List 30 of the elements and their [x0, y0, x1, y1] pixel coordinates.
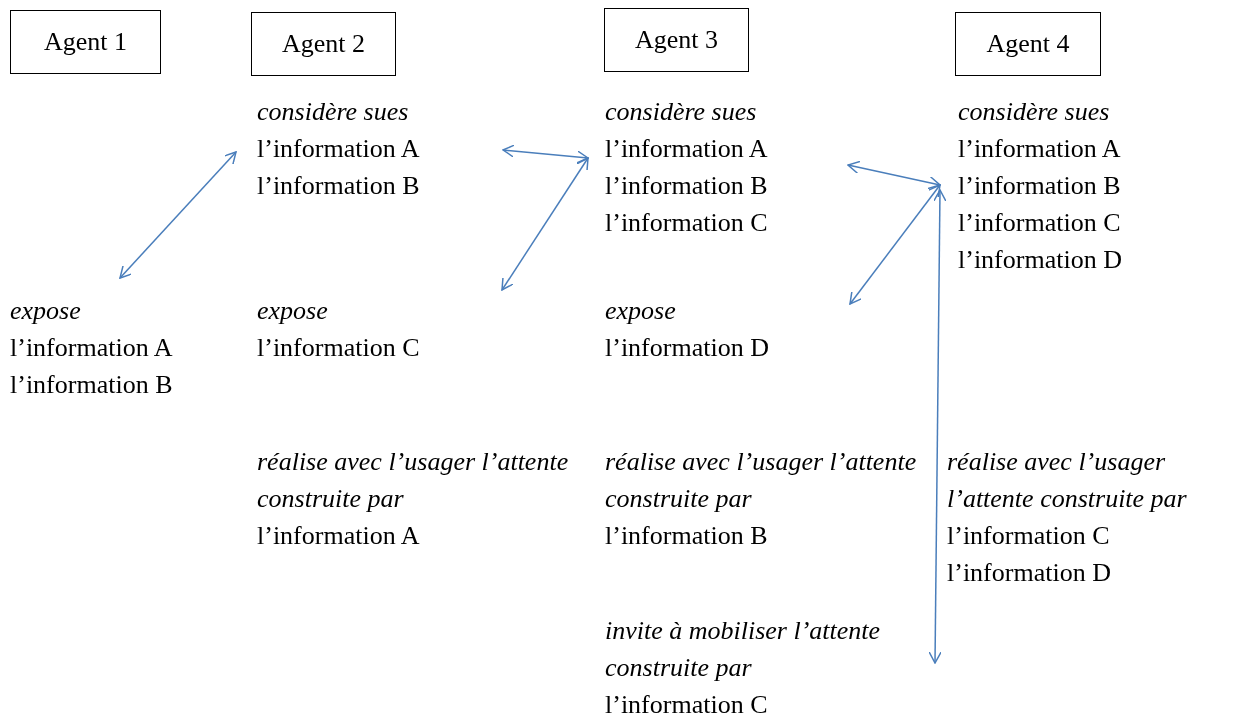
action-heading: considère sues — [257, 96, 410, 128]
agent-box — [955, 12, 1101, 76]
double-arrow — [502, 144, 589, 164]
information-list: l’information A l’information B — [10, 329, 223, 403]
agent-box — [251, 12, 396, 76]
double-arrow — [847, 160, 941, 190]
agent-label: Agent 4 — [986, 29, 1070, 59]
action-heading: considère sues — [605, 96, 758, 128]
agent-box — [10, 10, 161, 74]
double-arrow — [928, 189, 947, 664]
information-list: l’information A l’information B l’information C l’information D — [958, 130, 1180, 278]
action-heading: expose — [605, 295, 677, 327]
information-list: l’information C l’information D — [947, 517, 1250, 591]
information-list: l’information A — [257, 517, 575, 554]
agent-label: Agent 1 — [43, 27, 127, 57]
information-list: l’information C — [605, 686, 935, 716]
action-heading: expose — [257, 295, 329, 327]
double-arrow — [119, 151, 237, 279]
action-heading: expose — [10, 295, 82, 327]
information-list: l’information A l’information B — [257, 130, 503, 204]
agent-label: Agent 2 — [281, 29, 365, 59]
agent-box — [604, 8, 749, 72]
double-arrow — [501, 157, 589, 291]
agent-label: Agent 3 — [634, 25, 718, 55]
information-list: l’information B — [605, 517, 918, 554]
double-arrow — [849, 184, 941, 305]
information-list: l’information A l’information B l’information C — [605, 130, 848, 241]
action-heading: considère sues — [958, 96, 1111, 128]
information-list: l’information D — [605, 329, 850, 366]
information-list: l’information C — [257, 329, 502, 366]
